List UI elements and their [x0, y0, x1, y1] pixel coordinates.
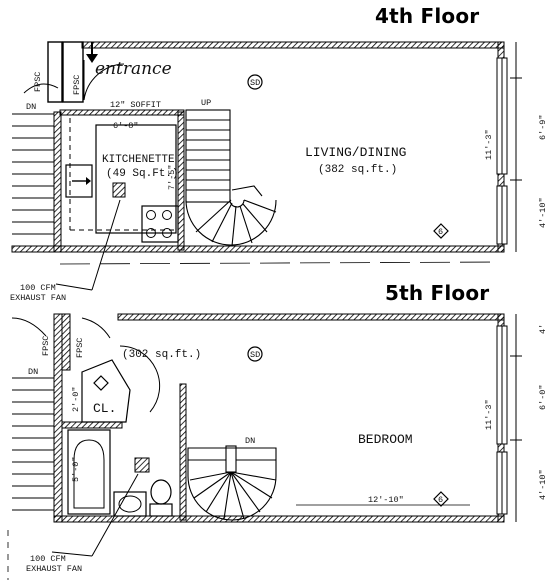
dn-label-5: DN [28, 367, 38, 377]
dim-right-5-3: 4'-10" [538, 469, 548, 500]
dim-bottom-5: 12'-10" [368, 495, 404, 505]
kitchen-top-wall-4 [59, 109, 185, 116]
bath-wall-5 [179, 383, 187, 521]
bathtub [67, 429, 111, 515]
bath-sink [113, 491, 147, 517]
fpsc-right-5: FPSC [75, 338, 85, 358]
floor-5-plan [7, 313, 522, 580]
kitchen-depth-dim: 7'-5" [167, 164, 177, 190]
closet-label: CL. [93, 401, 116, 416]
kitchenette-label: KITCHENETTE [102, 154, 175, 166]
entrance-label: entrance [95, 59, 172, 79]
mark-5: 6 [438, 495, 443, 505]
mark-4: 6 [438, 227, 443, 237]
wall-bottom-4 [11, 245, 505, 253]
smoke-4: SD [250, 78, 260, 88]
floor-5-title: 5th Floor [385, 281, 490, 305]
sink [65, 164, 93, 198]
fpsc-shaft-4b [62, 41, 84, 103]
closet [81, 359, 131, 423]
fpsc-right-4: FPSC [72, 75, 82, 95]
dn-label-4: DN [26, 102, 36, 112]
dim-right-5-4: 4' [538, 324, 548, 334]
spiral-stair-5 [187, 445, 277, 521]
dim-right-4-3: 4'-10" [538, 197, 548, 228]
bedroom-area: (302 sq.ft.) [122, 349, 201, 361]
fpsc-left-4: FPSC [33, 72, 43, 92]
up-label-4: UP [201, 98, 211, 108]
toilet [149, 479, 173, 517]
bedroom-label: BEDROOM [358, 432, 413, 447]
dim-left-5-2: 5'-0" [71, 456, 81, 482]
dim-right-5-1: 6'-0" [538, 384, 548, 410]
fpsc-shaft-4 [47, 41, 63, 103]
smoke-5: SD [250, 350, 260, 360]
wall-left-5 [53, 313, 63, 523]
wall-top-5 [117, 313, 505, 321]
kitchen-width-dim: 6'-8" [113, 121, 139, 131]
living-area: (382 sq.ft.) [318, 164, 397, 176]
stove [141, 205, 179, 243]
floor-4-title: 4th Floor [375, 4, 480, 28]
fan-label-5b: EXHAUST FAN [26, 564, 82, 574]
fan-label-4: 100 CFM [20, 283, 56, 293]
wall-top-4 [81, 41, 505, 49]
fan-label-4b: EXHAUST FAN [10, 293, 66, 303]
dim-right-4-1: 6'-9" [538, 114, 548, 140]
spiral-stair-4 [185, 109, 277, 247]
living-dining-label: LIVING/DINING [305, 145, 406, 160]
dim-right-5-2: 11'-3" [484, 399, 494, 430]
dim-right-4-2: 11'-3" [484, 129, 494, 160]
floor-4-plan [11, 41, 522, 291]
fan-label-5: 100 CFM [30, 554, 66, 564]
soffit-label: 12" SOFFIT [110, 100, 161, 110]
wall-left-4 [53, 111, 62, 253]
dim-left-5-1: 2'-0" [71, 386, 81, 412]
wall-bottom-5 [53, 515, 505, 523]
kitchen-wall-4 [177, 111, 185, 251]
fpsc-left-5: FPSC [41, 336, 51, 356]
kitchenette-area: (49 Sq.Ft.) [106, 168, 179, 180]
dn-stair-label-5: DN [245, 436, 255, 446]
